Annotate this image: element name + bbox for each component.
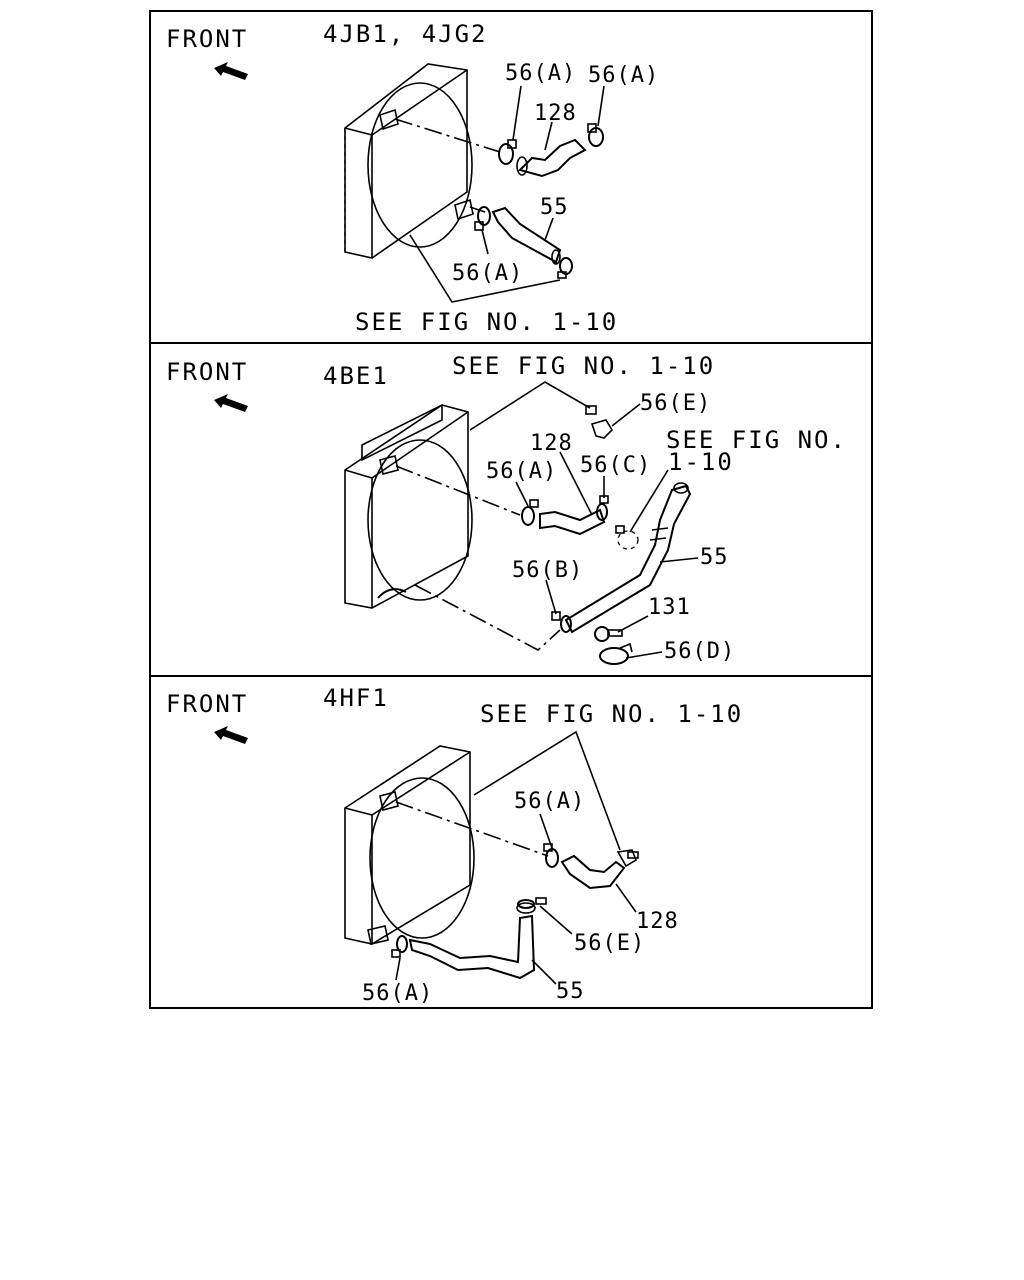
see-fig-label: SEE FIG NO. 1-10 <box>355 308 618 336</box>
see-fig-label: SEE FIG NO. 1-10 <box>452 352 715 380</box>
clamp-label: 56(E) <box>640 391 711 416</box>
radiator <box>344 63 474 259</box>
clamp-label: 56(A) <box>505 61 576 86</box>
upper-hose <box>560 854 626 890</box>
part-label: 55 <box>700 545 729 570</box>
clamp-label: 56(C) <box>580 453 651 478</box>
lower-hose <box>408 902 536 980</box>
clamp-label: 56(A) <box>452 261 523 286</box>
lower-hose <box>564 482 692 634</box>
lower-hose <box>491 206 562 265</box>
front-arrow-icon <box>214 62 248 80</box>
engine-model: 4HF1 <box>323 684 389 712</box>
panel-4be1: FRONT 4BE1 SEE FIG NO. 1-10 <box>166 352 847 665</box>
see-fig-label: SEE FIG NO. <box>666 426 847 454</box>
part-label: 131 <box>648 595 691 620</box>
clamp-label: 56(A) <box>486 459 557 484</box>
front-label: FRONT <box>166 358 248 386</box>
upper-hose <box>539 508 606 536</box>
clamp-label: 56(A) <box>362 981 433 1006</box>
part-131 <box>594 626 623 642</box>
hose-clamp <box>587 123 604 147</box>
front-arrow-icon <box>214 394 248 412</box>
part-label: 55 <box>540 195 569 220</box>
front-label: FRONT <box>166 25 248 53</box>
panel-4jb1-4jg2: FRONT 4JB1, 4JG2 <box>166 20 659 336</box>
see-fig-label: SEE FIG NO. 1-10 <box>480 700 743 728</box>
hose-clamp <box>615 525 639 550</box>
front-arrow-icon <box>214 726 248 744</box>
hose-clamp <box>391 935 408 958</box>
hose-clamp <box>517 897 547 909</box>
radiator <box>344 745 475 945</box>
front-label: FRONT <box>166 690 248 718</box>
clamp-label: 56(D) <box>664 639 735 664</box>
hose-clamp <box>585 405 614 439</box>
hose-clamp <box>557 257 573 279</box>
radiator <box>344 403 473 609</box>
hose-clamp <box>521 499 539 526</box>
clamp-label: 56(A) <box>588 63 659 88</box>
clamp-label: 56(E) <box>574 931 645 956</box>
part-label: 128 <box>636 909 679 934</box>
engine-model: 4BE1 <box>323 362 389 390</box>
part-label: 55 <box>556 979 585 1004</box>
clamp-label: 56(A) <box>514 789 585 814</box>
upper-hose <box>516 138 587 178</box>
hose-clamp <box>474 206 491 231</box>
engine-model: 4JB1, 4JG2 <box>323 20 488 48</box>
part-label: 128 <box>534 101 577 126</box>
part-label: 128 <box>530 431 573 456</box>
hose-clamp <box>599 642 633 665</box>
hose-clamp <box>616 849 639 868</box>
diagram-frame <box>149 10 873 1009</box>
see-fig-label: 1-10 <box>668 448 734 476</box>
panel-4hf1: FRONT 4HF1 SEE FIG NO. 1-10 <box>166 684 743 1006</box>
clamp-label: 56(B) <box>512 558 583 583</box>
hose-clamp <box>498 139 517 165</box>
